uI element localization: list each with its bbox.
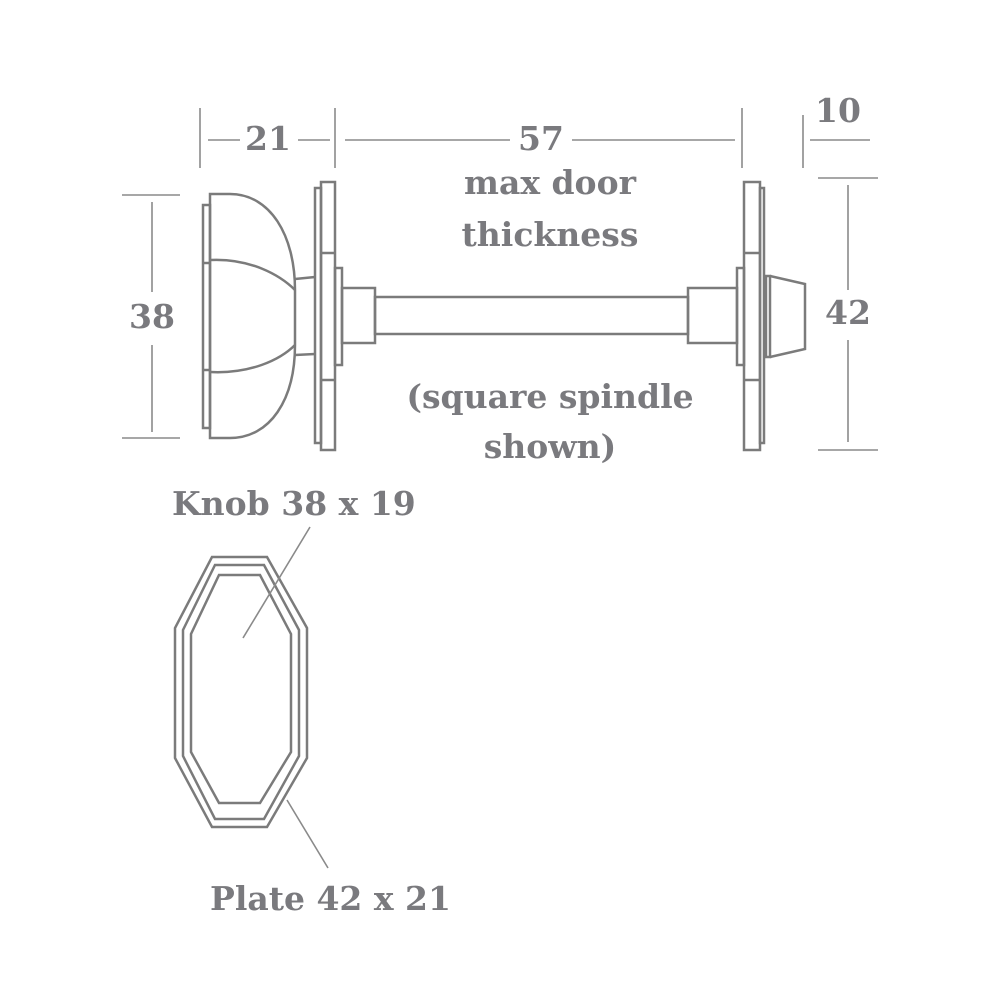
turn-side-view: [686, 180, 807, 452]
turn-depth-label: 10: [815, 91, 861, 130]
knob-height-label: 38: [129, 297, 175, 336]
plate-size-label: Plate 42 x 21: [210, 879, 451, 918]
plate-leader-line: [286, 799, 329, 869]
plate-front-view: [173, 526, 329, 869]
knob-depth-label: 21: [245, 119, 291, 158]
knob-side-view: [201, 180, 377, 452]
knob-size-label: Knob 38 x 19: [172, 484, 416, 523]
spindle-note-line2: shown): [483, 427, 617, 466]
door-thickness-label: 57: [518, 119, 564, 158]
door-thickness-note-line1: max door: [464, 163, 636, 202]
dimension-lines: [122, 108, 878, 451]
spindle-note-line1: (square spindle: [406, 377, 694, 416]
knob-leader-line: [242, 526, 311, 639]
door-thickness-note-line2: thickness: [461, 215, 639, 254]
spindle: [373, 295, 690, 336]
plate-height-label: 42: [825, 293, 871, 332]
